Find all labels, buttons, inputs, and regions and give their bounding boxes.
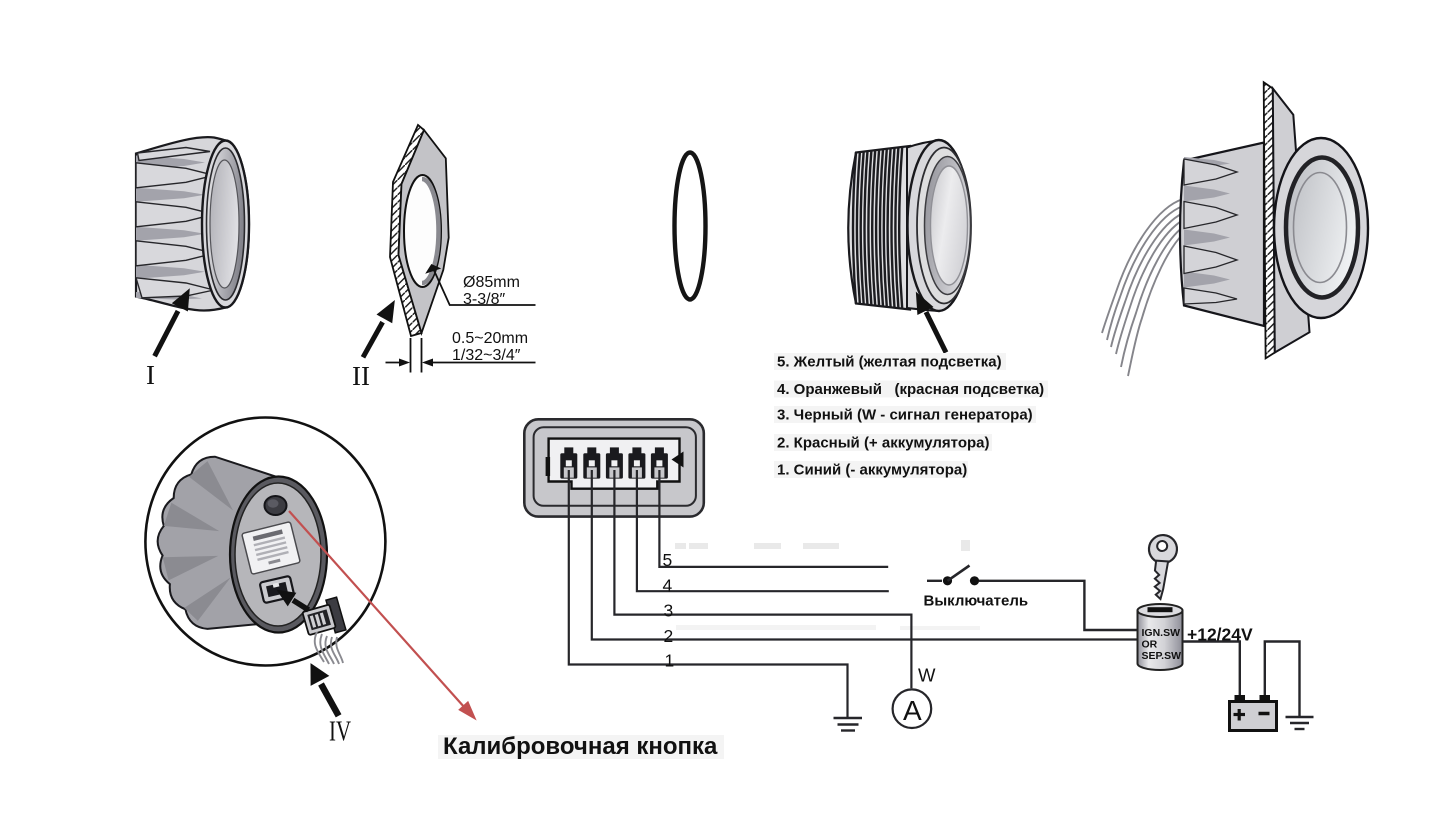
- svg-text:4. Оранжевый (красная подсве: 4. Оранжевый (красная подсветка): [777, 381, 1044, 398]
- svg-text:1. Синий (- аккумулятора): 1. Синий (- аккумулятора): [777, 462, 967, 479]
- svg-text:5. Желтый (желтая подсветка): 5. Желтый (желтая подсветка): [777, 354, 1002, 371]
- svg-text:3-3/8″: 3-3/8″: [463, 291, 505, 308]
- svg-text:Выключатель: Выключатель: [924, 593, 1029, 610]
- svg-text:A: A: [903, 695, 922, 726]
- svg-text:+12/24V: +12/24V: [1187, 625, 1253, 645]
- svg-text:2. Красный (+ аккумулятора): 2. Красный (+ аккумулятора): [777, 435, 990, 452]
- svg-text:2: 2: [664, 626, 674, 646]
- svg-text:3: 3: [664, 601, 674, 621]
- svg-text:1/32~3/4″: 1/32~3/4″: [452, 347, 521, 364]
- svg-text:3. Черный (W - сигнал генерато: 3. Черный (W - сигнал генератора): [777, 407, 1033, 424]
- svg-text:Ø85mm: Ø85mm: [463, 274, 520, 291]
- svg-text:W: W: [918, 665, 936, 686]
- svg-text:1: 1: [665, 651, 675, 671]
- svg-text:SEP.SW: SEP.SW: [1142, 650, 1182, 662]
- svg-text:0.5~20mm: 0.5~20mm: [452, 330, 528, 347]
- svg-text:OR: OR: [1142, 639, 1158, 651]
- svg-text:5: 5: [663, 550, 673, 570]
- svg-text:II: II: [352, 361, 370, 391]
- svg-text:IGN.SW: IGN.SW: [1142, 627, 1181, 639]
- svg-text:4: 4: [663, 576, 673, 596]
- svg-text:I: I: [146, 360, 155, 390]
- svg-text:IV: IV: [329, 717, 351, 748]
- svg-text:Калибровочная кнопка: Калибровочная кнопка: [443, 733, 718, 760]
